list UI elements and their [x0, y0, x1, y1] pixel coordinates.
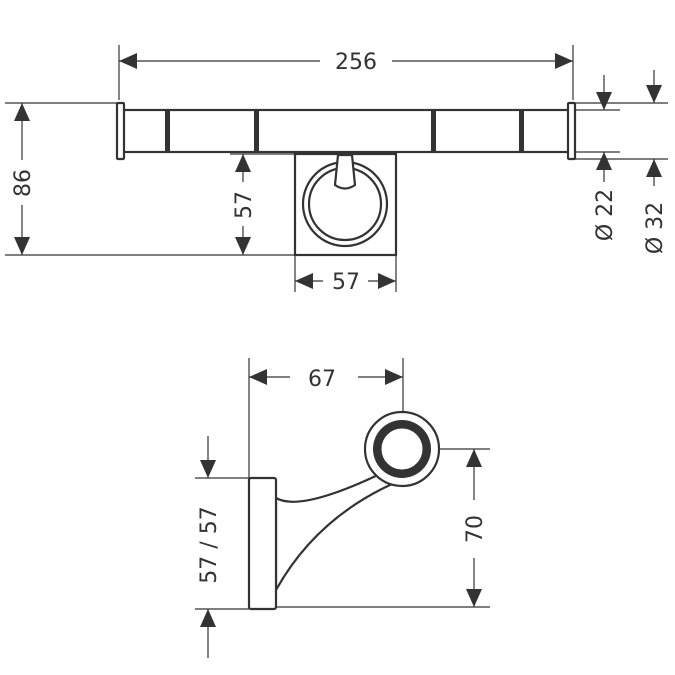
bar-body — [120, 108, 573, 154]
dim-total-length: 256 — [335, 50, 377, 75]
bar-segment-mark — [165, 110, 170, 152]
dim-end-diameter: Ø 32 — [643, 202, 668, 254]
dim-overall-height: 86 — [11, 169, 36, 197]
arrow — [596, 92, 612, 110]
arrow — [646, 159, 662, 177]
bar-segment-mark — [431, 110, 436, 152]
dim-bar-diameter: Ø 22 — [593, 189, 618, 241]
side-view: 67 57 / 57 70 — [195, 358, 490, 658]
arrow — [119, 53, 137, 69]
arrow — [14, 237, 30, 255]
top-view: 256 86 57 57 Ø 22 — [5, 45, 668, 295]
arrow — [378, 273, 396, 289]
arm — [274, 472, 392, 595]
dim-mount-height: 57 — [232, 191, 257, 219]
arrow — [200, 609, 216, 627]
dim-depth: 67 — [308, 367, 336, 392]
wall-plate — [247, 476, 278, 611]
dim-plate-height: 57 / 57 — [197, 506, 222, 583]
arrow — [235, 154, 251, 172]
bar-end-cap-left — [115, 101, 126, 161]
dim-mount-width: 57 — [332, 270, 360, 295]
arrow — [596, 152, 612, 170]
arrow — [200, 460, 216, 478]
bar-end-cap-right — [566, 101, 577, 161]
arrow — [295, 273, 313, 289]
arrow — [646, 85, 662, 103]
arrow — [249, 369, 267, 385]
bar-segment-mark — [254, 110, 259, 152]
bar-segment-mark — [519, 110, 524, 152]
arrow — [235, 237, 251, 255]
arrow — [466, 589, 482, 607]
arrow — [14, 103, 30, 121]
dim-center-height: 70 — [463, 515, 488, 543]
arrow — [466, 449, 482, 467]
arrow — [555, 53, 573, 69]
bar-section-core — [380, 427, 424, 471]
mount-stem — [333, 153, 357, 190]
arrow — [385, 369, 403, 385]
